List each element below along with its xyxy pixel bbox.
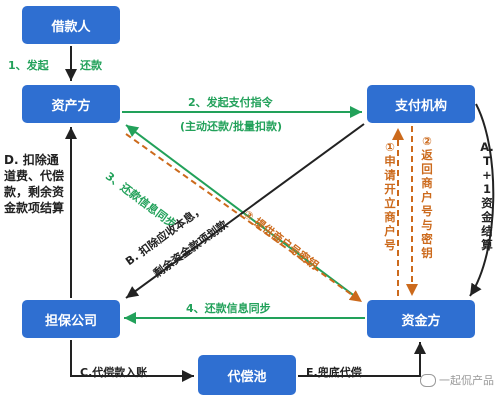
node-guarantor: 担保公司: [22, 300, 120, 338]
label-apply-merchant: ①申请开立商户号: [384, 140, 396, 252]
node-borrower: 借款人: [22, 6, 120, 44]
node-compensation-pool: 代偿池: [198, 355, 296, 395]
chat-bubble-icon: [420, 373, 436, 387]
label-payment-instruction: 2、发起支付指令: [188, 96, 273, 109]
label-initiate: 1、发起: [8, 59, 49, 72]
arrow-guarantor-to-pool: [70, 340, 194, 382]
arrow-b-deduct: [125, 123, 365, 299]
label-payment-instruction-sub: (主动还款/批量扣款): [180, 120, 283, 133]
label-return-merchant: ②返回商户号与密钥: [421, 134, 433, 260]
node-fund-party: 资金方: [367, 300, 475, 338]
label-repay: 还款: [80, 59, 102, 72]
node-payment-org: 支付机构: [367, 85, 475, 123]
label-d-deduct: D. 扣除通道费、代偿款，剩余资金款项结算: [4, 153, 65, 215]
label-backstop: E.兜底代偿: [306, 366, 362, 379]
node-asset-party: 资产方: [22, 85, 120, 123]
watermark: 一起侃产品: [420, 372, 494, 388]
arrow-t1-settlement: [469, 103, 495, 297]
label-repay-sync-4: 4、还款信息同步: [186, 302, 271, 315]
label-comp-to-account: C.代偿款入账: [80, 366, 148, 379]
arrow-merchant-key: [125, 133, 363, 303]
watermark-text: 一起侃产品: [439, 374, 494, 387]
label-t1-settlement: A.T+1资金结算: [480, 140, 494, 252]
